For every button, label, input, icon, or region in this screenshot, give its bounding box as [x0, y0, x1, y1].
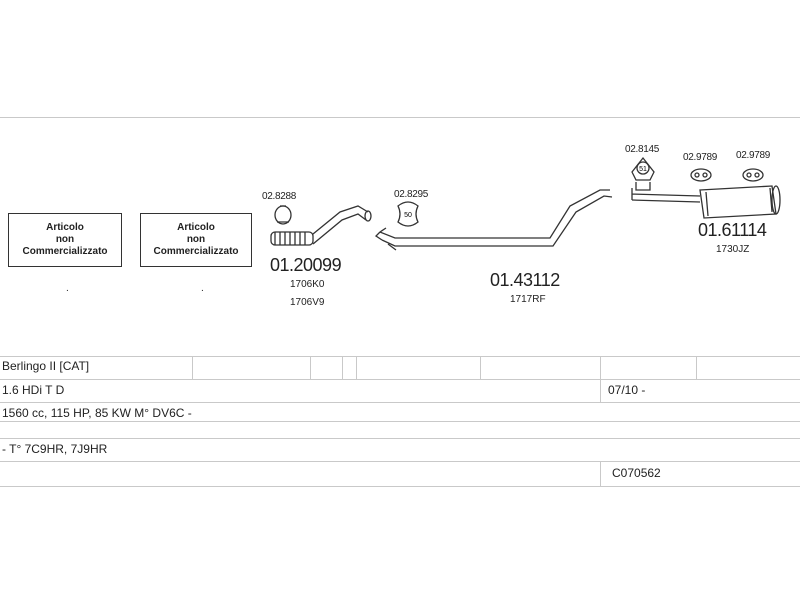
table-col-rule [600, 461, 601, 486]
rear-silencer-ref: 1730JZ [716, 244, 750, 255]
hanger-code: 02.8145 [625, 144, 660, 155]
not-sold-line1: Articolo [46, 222, 84, 233]
not-sold-line3: Commercializzato [22, 246, 108, 257]
front-pipe-drawing [270, 205, 372, 246]
table-rule [0, 438, 800, 439]
not-sold-line1: Articolo [177, 222, 215, 233]
center-pipe-ref: 1717RF [510, 294, 546, 305]
vehicle-date-range: 07/10 - [608, 383, 646, 397]
rear-silencer-drawing [631, 185, 781, 219]
hanger-code: 02.9789 [683, 152, 718, 163]
table-col-rule [696, 356, 697, 379]
not-sold-line2: non [186, 234, 206, 245]
table-rule [0, 461, 800, 462]
not-sold-line2: non [55, 234, 75, 245]
table-col-rule [356, 356, 357, 379]
hanger-code: 02.9789 [736, 150, 771, 161]
rear-silencer-code: 01.61114 [698, 220, 767, 240]
hanger-icon-label: 51 [639, 166, 647, 173]
table-col-rule [192, 356, 193, 379]
table-rule [0, 379, 800, 380]
not-sold-line3: Commercializzato [153, 246, 239, 257]
catalog-code: C070562 [612, 466, 661, 480]
clamp-code: 02.8295 [394, 189, 429, 200]
front-pipe-ref: 1706K0 [290, 279, 325, 290]
table-col-rule [310, 356, 311, 379]
table-rule [0, 486, 800, 487]
vehicle-engine: 1.6 HDi T D [2, 383, 65, 397]
front-pipe-ref: 1706V9 [290, 297, 325, 308]
not-sold-dot-2: . [201, 283, 204, 294]
hanger-icon [690, 168, 712, 182]
clamp-icon [274, 205, 292, 225]
hanger-icon [742, 168, 764, 182]
not-sold-dot-1: . [66, 283, 69, 294]
not-sold-box-2: Articolo non Commercializzato [140, 213, 252, 267]
table-col-rule [600, 356, 601, 402]
table-col-rule [342, 356, 343, 379]
clamp-icon [397, 201, 419, 227]
vehicle-model: Berlingo II [CAT] [2, 359, 90, 373]
table-col-rule [480, 356, 481, 379]
clamp-icon-label: 50 [404, 212, 412, 219]
table-rule [0, 356, 800, 357]
vehicle-type-codes: - T° 7C9HR, 7J9HR [2, 442, 108, 456]
table-rule [0, 421, 800, 422]
center-pipe-code: 01.43112 [490, 270, 560, 290]
clamp-code: 02.8288 [262, 191, 297, 202]
center-pipe-drawing [374, 189, 613, 251]
vehicle-specs: 1560 cc, 115 HP, 85 KW M° DV6C - [2, 406, 192, 420]
not-sold-box-1: Articolo non Commercializzato [8, 213, 122, 267]
table-rule [0, 402, 800, 403]
diagram-top-rule [0, 117, 800, 118]
hanger-icon [631, 156, 655, 191]
front-pipe-code: 01.20099 [270, 255, 342, 275]
